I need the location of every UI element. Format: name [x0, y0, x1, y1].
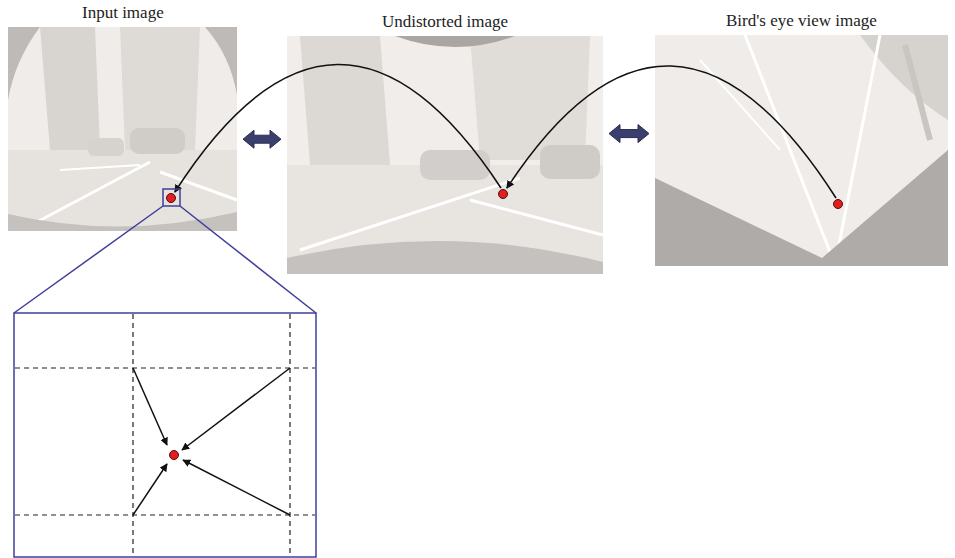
image-title: Undistorted image — [382, 12, 508, 32]
mapping-arrow — [507, 66, 836, 198]
image-title: Bird's eye view image — [726, 11, 877, 31]
zoom-box — [14, 313, 316, 557]
mapping-arrow — [175, 65, 501, 193]
zoom-line — [180, 206, 316, 313]
image-panel: Undistorted image — [287, 36, 603, 274]
double-arrow — [609, 125, 649, 143]
zoom-square — [163, 189, 180, 206]
input-image-picture — [8, 27, 237, 231]
image-panel: Input image — [8, 27, 237, 231]
zoom-line — [14, 206, 163, 313]
pixel-grid — [15, 314, 315, 556]
sample-points — [167, 190, 843, 460]
undistorted-image-picture — [287, 36, 603, 274]
double-arrow — [243, 130, 281, 148]
interpolation-arrows — [133, 368, 290, 515]
image-title: Input image — [82, 3, 164, 23]
